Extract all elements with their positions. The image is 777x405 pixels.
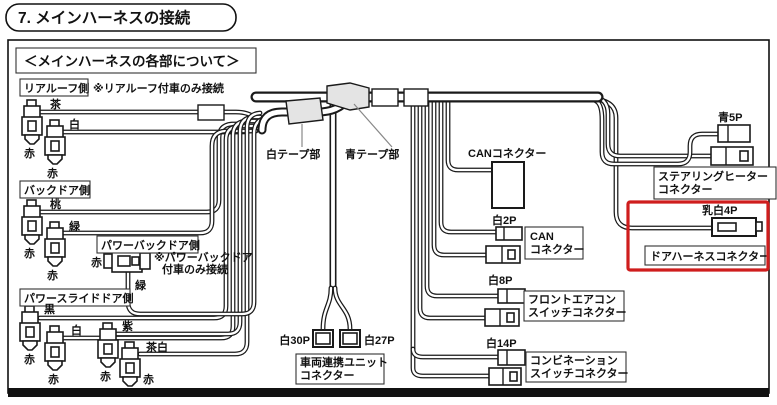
connector-rear-roof-2 <box>44 119 66 165</box>
power-slide-door-label-box <box>19 288 131 307</box>
connector-blue5p-male <box>717 124 751 143</box>
wire-label-red-b: 赤 <box>47 166 58 180</box>
trunk-marker-1 <box>371 88 399 107</box>
connector-rear-roof-1 <box>21 99 43 145</box>
connector-steering-female <box>710 146 754 166</box>
power-back-door-note1: ※パワーバックドア <box>154 251 253 264</box>
harness-clip <box>197 104 225 121</box>
power-slide-door-label: パワースライドドア側 <box>24 291 133 305</box>
wire-14p-male <box>410 346 501 360</box>
wire-8p-male <box>424 97 501 299</box>
can-line1: CAN <box>530 231 554 243</box>
subtitle: ＜メインハーネスの各部について＞ <box>24 53 240 69</box>
wire-label-white-psd: 白 <box>71 323 82 337</box>
connector-4p <box>711 217 763 237</box>
wire-label-red-pbd: 赤 <box>91 255 102 269</box>
wire-network <box>37 91 723 379</box>
wire-label-purple: 紫 <box>122 319 133 333</box>
wire-label-red-a: 赤 <box>24 146 35 160</box>
bottom-bar <box>8 388 769 397</box>
title-frame <box>5 3 237 32</box>
power-back-door-label: パワーバックドア側 <box>101 238 200 252</box>
steering-line2: コネクター <box>658 183 713 196</box>
front-aircon-line2: スイッチコネクター <box>528 306 627 319</box>
connector-back-door-2 <box>44 221 66 267</box>
blue-tape <box>326 82 370 111</box>
connector-back-door-1 <box>21 199 43 245</box>
highlight-red-box <box>626 200 770 272</box>
wire-label-brown-white: 茶白 <box>145 340 168 354</box>
wire-label-red-e: 赤 <box>24 352 35 366</box>
connector-slide-2 <box>44 325 66 371</box>
pin-27p: 白27P <box>364 333 395 347</box>
wire-label-brown: 茶 <box>49 97 62 111</box>
wire-label-black: 黒 <box>44 303 55 316</box>
back-door-label: バックドア側 <box>24 183 90 197</box>
combination-line2: スイッチコネクター <box>530 367 629 380</box>
rear-roof-label-box <box>19 78 89 97</box>
power-back-door-note2: 付車のみ接続 <box>162 262 228 276</box>
wire-label-red-c: 赤 <box>24 246 35 260</box>
page-title: 7. メインハーネスの接続 <box>18 8 191 27</box>
pin-4p: 乳白4P <box>702 203 737 217</box>
door-harness-label: ドアハーネスコネクター <box>650 250 770 263</box>
wire-label-red-d: 赤 <box>47 268 58 282</box>
connector-8p-male <box>497 288 526 304</box>
back-door-label-box <box>19 180 91 199</box>
connector-2p-female <box>485 245 521 264</box>
wire-purple <box>114 114 263 337</box>
connector-slide-1 <box>19 305 41 351</box>
wire-label-red-f: 赤 <box>48 372 59 386</box>
door-harness-box <box>644 245 766 266</box>
can-line2: コネクター <box>530 243 585 256</box>
connector-27p-inner <box>342 332 358 345</box>
pin-blue5p: 青5P <box>718 110 742 124</box>
pin-14p: 白14P <box>486 336 517 350</box>
vehicle-link-line2: コネクター <box>300 369 355 382</box>
wire-label-red-g: 赤 <box>100 369 111 383</box>
pin-30p: 白30P <box>279 333 310 347</box>
wire-label-green-bd: 緑 <box>69 219 81 233</box>
blue-tape-label: 青テープ部 <box>345 147 399 161</box>
blue-tape-leader <box>353 103 393 148</box>
connector-can <box>491 161 525 209</box>
steering-box <box>653 166 777 200</box>
vehicle-link-line1: 車両連携ユニット <box>300 355 388 369</box>
white-tape <box>285 97 324 125</box>
combination-line1: コンビネーション <box>530 353 618 367</box>
wire-label-green-pbd: 緑 <box>135 278 147 292</box>
combination-box <box>525 351 627 383</box>
rear-roof-note: ※リアルーフ付車のみ接続 <box>93 81 224 95</box>
front-aircon-box <box>523 290 625 322</box>
vehicle-link-box <box>295 353 385 385</box>
connector-14p-male <box>497 349 526 366</box>
power-back-door-label-box <box>96 235 199 254</box>
connector-slide-4 <box>119 341 141 387</box>
wire-label-pink: 桃 <box>50 197 61 211</box>
connector-power-back-door <box>103 249 151 273</box>
wire-label-red-h: 赤 <box>143 372 154 386</box>
pin-8p: 白8P <box>488 273 512 287</box>
can-top-label: CANコネクター <box>468 147 546 160</box>
trunk-marker-2 <box>403 88 429 107</box>
white-tape-label: 白テープ部 <box>266 147 320 161</box>
connector-30p-inner <box>315 332 331 345</box>
connector-14p-female <box>488 367 522 386</box>
can-box <box>524 226 584 260</box>
steering-line1: ステアリングヒーター <box>658 169 768 183</box>
connector-slide-3 <box>97 322 119 368</box>
pin-2p: 白2P <box>492 213 516 227</box>
connector-2p-male <box>495 226 523 241</box>
subtitle-box <box>15 47 257 74</box>
front-aircon-line1: フロントエアコン <box>528 293 616 306</box>
connector-8p-female <box>484 308 520 327</box>
rear-roof-label: リアルーフ側 <box>24 81 89 95</box>
wire-8p-female <box>417 97 490 321</box>
wire-label-white-rear: 白 <box>69 117 80 131</box>
